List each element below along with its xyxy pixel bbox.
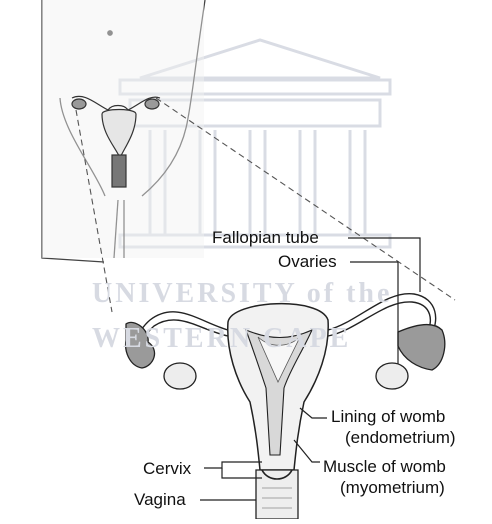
label-lining-line1: Lining of womb xyxy=(331,408,445,425)
label-cervix: Cervix xyxy=(143,460,191,477)
label-vagina: Vagina xyxy=(134,491,186,508)
label-lining-line2: (endometrium) xyxy=(345,429,456,446)
label-muscle-line2: (myometrium) xyxy=(340,479,445,496)
label-fallopian-tube: Fallopian tube xyxy=(212,229,319,246)
watermark-line2: WESTERN CAPE xyxy=(92,323,351,355)
watermark-line1: UNIVERSITY of the xyxy=(92,278,392,310)
label-muscle-line1: Muscle of womb xyxy=(323,458,446,475)
label-ovaries: Ovaries xyxy=(278,253,337,270)
